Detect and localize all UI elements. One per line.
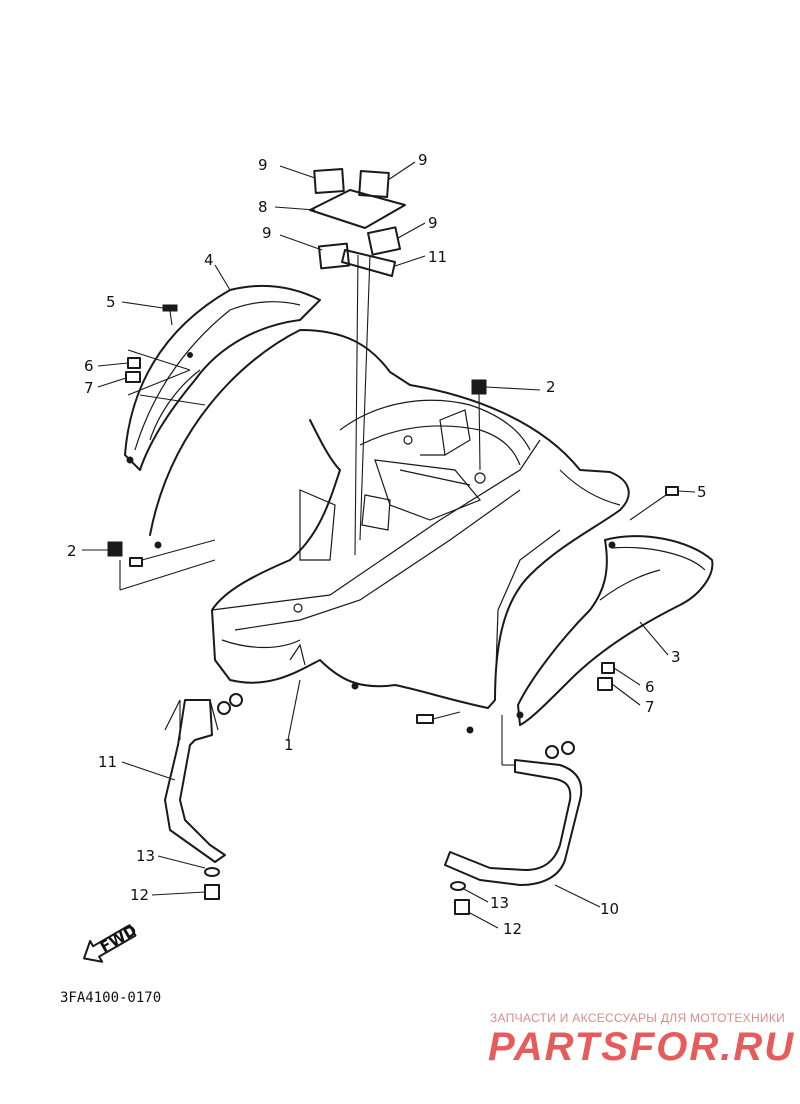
leader-lines (82, 161, 696, 929)
callout-12: 12 (503, 920, 522, 938)
callout-3: 3 (671, 648, 681, 666)
watermark-brand: PARTSFOR.RU (488, 1025, 795, 1069)
callout-4: 4 (204, 251, 214, 269)
fwd-label: FWD (97, 921, 140, 956)
callout-13: 13 (490, 894, 509, 912)
callout-6: 6 (645, 678, 655, 696)
callout-8: 8 (258, 198, 268, 216)
watermark-tagline: ЗАПЧАСТИ И АКСЕССУАРЫ ДЛЯ МОТОТЕХНИКИ (490, 1011, 785, 1025)
right-flap (516, 535, 714, 726)
watermark: ЗАПЧАСТИ И АКСЕССУАРЫ ДЛЯ МОТОТЕХНИКИ PA… (488, 1011, 795, 1069)
fwd-arrow: FWD (83, 921, 140, 963)
callout-11: 11 (428, 248, 447, 266)
hardware (107, 304, 679, 915)
callout-2: 2 (67, 542, 77, 560)
callout-13: 13 (136, 847, 155, 865)
right-brace (444, 715, 583, 886)
callout-9: 9 (258, 156, 268, 174)
callout-9: 9 (428, 214, 438, 232)
callout-6: 6 (84, 357, 94, 375)
callout-9: 9 (262, 224, 272, 242)
callout-5: 5 (106, 293, 116, 311)
callout-2: 2 (546, 378, 556, 396)
callout-11: 11 (98, 753, 117, 771)
diagram-code: 3FA4100-0170 (60, 990, 161, 1006)
callout-7: 7 (84, 379, 94, 397)
callout-5: 5 (697, 483, 707, 501)
callout-12: 12 (130, 886, 149, 904)
callout-10: 10 (600, 900, 619, 918)
callout-7: 7 (645, 698, 655, 716)
callouts: 9 9 8 9 9 11 4 5 6 7 2 5 2 3 6 7 1 11 13… (67, 151, 707, 938)
callout-1: 1 (284, 736, 294, 754)
rear-fender-body (149, 329, 630, 734)
left-flap (124, 284, 321, 471)
callout-9: 9 (418, 151, 428, 169)
left-brace (164, 699, 226, 863)
pads-group (309, 168, 406, 556)
